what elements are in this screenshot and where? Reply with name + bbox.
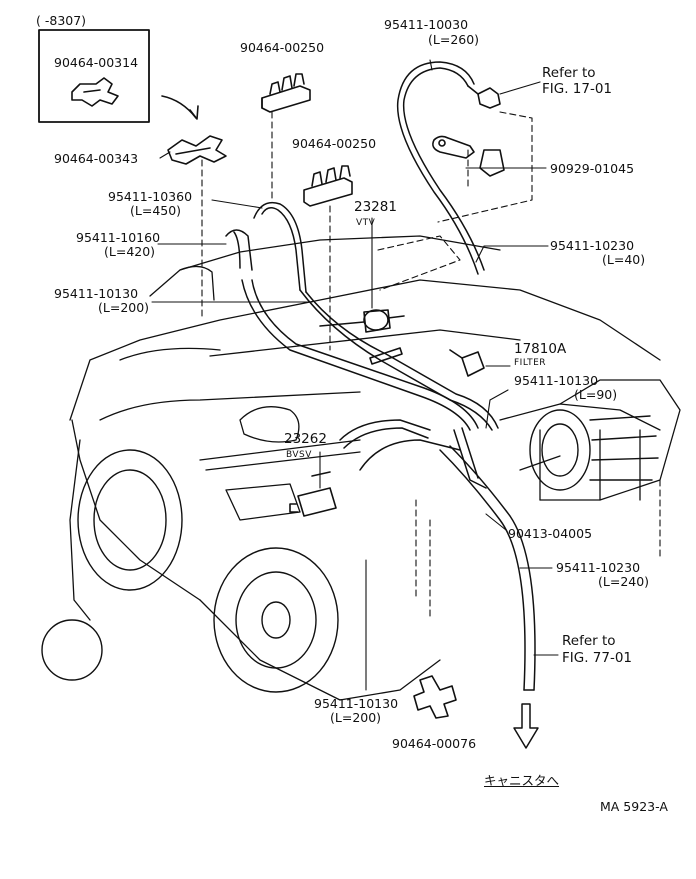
part-label-95411-10030: 95411-10030 xyxy=(384,17,469,32)
part-sub-vtv: VTV xyxy=(356,218,376,228)
canister-arrow-shape xyxy=(513,703,539,749)
part-label-95411-10230-a: 95411-10230 xyxy=(550,238,635,253)
vacuum-hose-network xyxy=(241,279,536,691)
alternator-pulley-shape xyxy=(213,547,339,693)
date-code-label: ( -8307) xyxy=(36,13,87,28)
part-label-95411-10130-a: 95411-10130 xyxy=(54,286,139,301)
part-label-95411-10130-c: 95411-10130 xyxy=(314,696,399,711)
vtv-valve-shape xyxy=(319,309,405,333)
crank-pulley-shape xyxy=(41,449,183,681)
part-length-95411-10130-a: (L=200) xyxy=(98,300,150,315)
part-length-95411-10230-b: (L=240) xyxy=(598,574,650,589)
sensor-shape xyxy=(467,85,501,109)
part-label-90464-00250-upper: 90464-00250 xyxy=(240,40,325,55)
part-label-23281: 23281 xyxy=(354,199,397,215)
distributor-shape xyxy=(529,409,659,491)
bvsv-valve-shape xyxy=(289,471,337,517)
hose-95411-10230-short-shape xyxy=(369,347,403,365)
bracket-90929-01045-shape xyxy=(432,135,505,177)
part-label-90464-00343: 90464-00343 xyxy=(54,151,139,166)
part-length-95411-10130-b: (L=90) xyxy=(574,387,618,402)
clip-90464-00250-upper-shape xyxy=(261,73,311,113)
part-length-95411-10130-c: (L=200) xyxy=(330,710,382,725)
hose-95411-10030-shape xyxy=(396,61,485,275)
part-label-17810a: 17810A xyxy=(514,341,567,357)
filter-17810a-shape xyxy=(449,349,485,377)
clip-90464-00314-shape xyxy=(71,77,119,107)
part-label-23262: 23262 xyxy=(284,431,327,447)
refer-label-2a: Refer to xyxy=(562,633,616,649)
canister-note: キャニスタへ xyxy=(484,773,560,788)
refer-label-1a: Refer to xyxy=(542,65,596,81)
clip-90464-00250-lower-shape xyxy=(303,165,353,207)
part-label-90464-00314: 90464-00314 xyxy=(54,55,139,70)
curve-arrow xyxy=(161,95,197,119)
part-label-95411-10130-b: 95411-10130 xyxy=(514,373,599,388)
leader-lines xyxy=(151,59,559,691)
part-sub-filter: FILTER xyxy=(514,358,547,368)
part-length-95411-10160: (L=420) xyxy=(104,244,156,259)
part-label-90464-00076: 90464-00076 xyxy=(392,736,477,751)
part-label-90929-01045: 90929-01045 xyxy=(550,161,635,176)
part-label-90464-00250-lower: 90464-00250 xyxy=(292,136,377,151)
part-label-90413-04005: 90413-04005 xyxy=(508,526,593,541)
engine-block-shape xyxy=(69,235,681,701)
clip-90464-00343-shape xyxy=(167,135,227,165)
part-sub-bvsv: BVSV xyxy=(286,450,312,460)
part-length-95411-10360: (L=450) xyxy=(130,203,182,218)
refer-label-1b: FIG. 17-01 xyxy=(542,81,613,97)
clip-90464-00076-shape xyxy=(413,675,457,719)
refer-label-2b: FIG. 77-01 xyxy=(562,650,633,666)
part-length-95411-10230-a: (L=40) xyxy=(602,252,646,267)
part-length-95411-10030: (L=260) xyxy=(428,32,480,47)
inset-frame xyxy=(38,29,150,123)
dashed-guide-lines xyxy=(201,111,661,621)
part-label-95411-10160: 95411-10160 xyxy=(76,230,161,245)
part-label-95411-10230-b: 95411-10230 xyxy=(556,560,641,575)
diagram-code: MA 5923-A xyxy=(600,799,668,814)
part-label-95411-10360: 95411-10360 xyxy=(108,189,193,204)
hose-group-left xyxy=(225,201,307,293)
